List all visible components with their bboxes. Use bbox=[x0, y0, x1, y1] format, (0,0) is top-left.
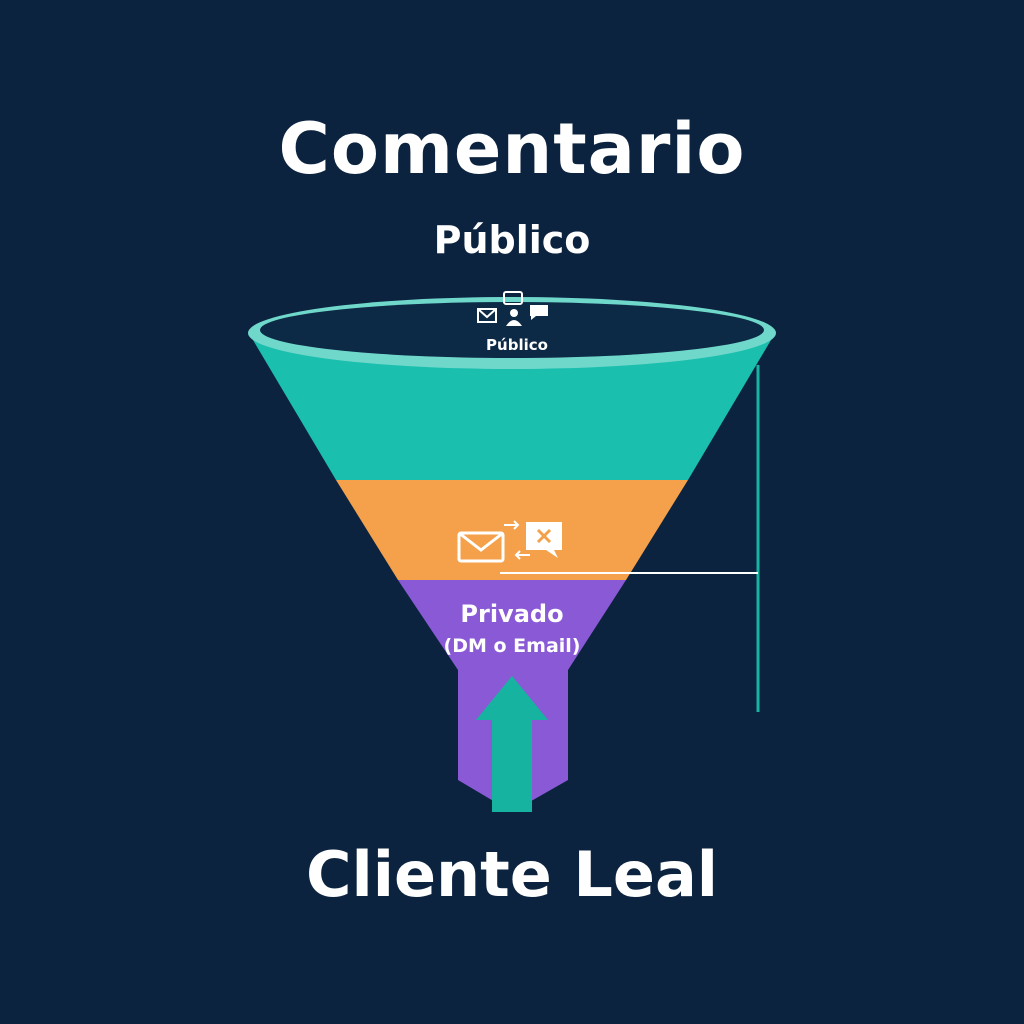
funnel-middle-sublabel: (DM o Email) bbox=[444, 635, 581, 657]
chat-icon bbox=[503, 291, 523, 305]
funnel-middle-section bbox=[336, 480, 688, 580]
close-bubble-icon bbox=[526, 522, 562, 558]
arrow-up-icon bbox=[476, 676, 548, 812]
envelope-icon bbox=[457, 531, 505, 563]
subtitle: Público bbox=[433, 218, 591, 262]
title: Comentario bbox=[278, 108, 746, 190]
envelope-icon bbox=[477, 308, 497, 323]
person-icon bbox=[506, 309, 522, 326]
funnel-middle-label: Privado bbox=[460, 600, 563, 628]
speech-bubble-icon bbox=[530, 305, 548, 320]
funnel-top-section bbox=[250, 335, 774, 480]
bottom-label: Cliente Leal bbox=[305, 838, 719, 911]
funnel-opening bbox=[260, 302, 764, 358]
funnel-top-label: Público bbox=[486, 336, 548, 354]
exchange-arrows-icon bbox=[504, 520, 530, 560]
